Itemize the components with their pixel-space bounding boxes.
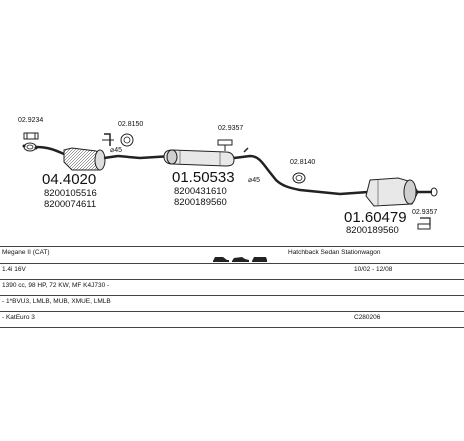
specs-text: 1390 cc, 98 HP, 72 KW, MF K4J730 -	[2, 282, 110, 289]
rear-silencer-number: 01.60479	[344, 209, 407, 226]
bracket-right-bottom-label: 02.9357	[412, 209, 437, 216]
bracket-left-icon	[23, 132, 39, 140]
hanger-mid-icon	[102, 133, 114, 146]
rear-pipe-icon	[233, 147, 369, 196]
bracket-left-label: 02.9234	[18, 117, 43, 124]
catalyst-text: - KatEuro 3	[2, 314, 35, 321]
divider-2	[0, 279, 464, 280]
rear-silencer-icon	[365, 177, 438, 207]
years-text: 10/02 - 12/08	[354, 266, 393, 273]
bracket-right-bottom-icon	[417, 217, 431, 230]
bracket-right-top-icon	[292, 172, 306, 184]
bracket-mid-icon	[120, 133, 134, 147]
body-type-icons	[212, 251, 268, 262]
bracket-right-top-label: 02.8140	[290, 159, 315, 166]
front-flange-icon	[22, 142, 38, 152]
stationwagon-icon	[252, 257, 267, 262]
front-pipe-oe1: 8200105516	[44, 188, 97, 199]
mid-pipe-icon	[117, 154, 173, 160]
mid-silencer-oe1: 8200431610	[174, 186, 227, 197]
front-pipe-oe2: 8200074611	[44, 199, 96, 210]
engine-text: 1.4i 16V	[2, 266, 26, 273]
front-pipe-number: 04.4020	[42, 171, 96, 188]
codes-text: - 1*BVU3, LMLB, MUB, XMUE, LMLB	[2, 298, 111, 305]
exhaust-system-diagram: 02.9234 02.8150 02.9357 02.8140 02.9357 …	[18, 117, 438, 236]
sedan-icon	[232, 257, 249, 262]
middle-silencer-icon	[163, 149, 235, 167]
bracket-center-icon	[217, 139, 233, 151]
divider-bottom	[0, 327, 464, 328]
model-text: Megane II (CAT)	[2, 249, 50, 256]
rear-silencer-oe: 8200189560	[346, 225, 399, 236]
bracket-center-label: 02.9357	[218, 125, 243, 132]
bracket-mid-label: 02.8150	[118, 121, 143, 128]
body-types-text: Hatchback Sedan Stationwagon	[288, 249, 381, 256]
catalog-code-text: C280206	[354, 314, 381, 321]
hatchback-icon	[213, 257, 229, 262]
mid-silencer-oe2: 8200189560	[174, 197, 227, 208]
diameter-label-front: ⌀45	[110, 147, 122, 154]
mid-silencer-number: 01.50533	[172, 169, 235, 186]
divider-top	[0, 246, 464, 247]
diameter-label-rear: ⌀45	[248, 177, 260, 184]
front-pipe-catalyst-icon	[35, 145, 119, 171]
divider-1	[0, 263, 464, 264]
divider-3	[0, 295, 464, 296]
divider-4	[0, 311, 464, 312]
